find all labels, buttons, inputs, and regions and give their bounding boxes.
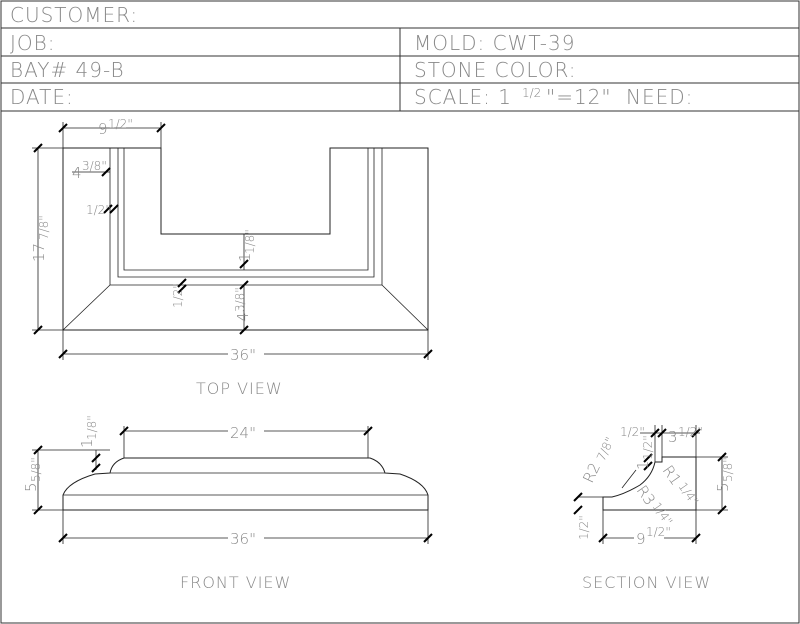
top-view-outline	[62, 147, 429, 331]
section-radius-a: R2	[579, 460, 604, 486]
section-height-frac: 5/8"	[721, 457, 735, 482]
top-bottom-lip-dim: 4	[234, 312, 252, 322]
section-view: 1/2" 3 1/2" 5 5/8" 1 1/2" R2 7/8" R1 1/4…	[573, 425, 735, 592]
top-view: 9 1/2" 17 7/8" 4 3/8" 1/2" 1 1/8" 1/2" 4	[30, 117, 433, 398]
section-top-width-dim: 3	[668, 428, 678, 446]
front-step-dim: 1	[78, 438, 96, 448]
job-label: JOB:	[10, 31, 55, 55]
section-radius-c-frac: 1/4"	[650, 500, 676, 528]
need-label: NEED:	[626, 85, 693, 109]
front-bottom-dim: 36"	[230, 530, 256, 548]
top-bottom-lip-frac: 3/8"	[233, 287, 247, 312]
front-step-dim-frac: 1/8"	[85, 415, 99, 440]
section-top-half-dim: 1/2"	[620, 425, 645, 439]
top-lip-dim: 4	[72, 164, 82, 182]
top-half-dim: 1/2"	[86, 203, 111, 217]
section-base-height-dim: 1/2"	[577, 515, 591, 540]
mold-label: MOLD: CWT-39	[414, 31, 575, 55]
stone-color-label: STONE COLOR:	[414, 58, 577, 82]
bay-label: BAY# 49-B	[10, 58, 125, 82]
scale-ratio: "=12"	[546, 85, 612, 109]
top-view-inner-edge	[109, 148, 383, 286]
scale-fraction: 1/2	[522, 86, 541, 100]
top-inner-eighth-frac: 1/8"	[243, 229, 257, 254]
top-view-chamfer-right	[381, 284, 429, 331]
section-base-width-frac: 1/2"	[646, 525, 671, 539]
top-notch-dim: 9	[98, 120, 108, 138]
section-height-dim: 5	[714, 482, 732, 492]
section-radius-b-frac: 1/4"	[676, 480, 702, 508]
section-top-width-frac: 1/2"	[678, 425, 703, 439]
top-view-chamfer-left	[62, 284, 111, 331]
customer-label: CUSTOMER:	[10, 3, 138, 27]
top-view-inner-step	[117, 148, 375, 278]
section-base-width-dim: 9	[636, 530, 646, 548]
section-radius-a-frac: 7/8"	[594, 435, 617, 463]
front-height-dim-frac: 5/8"	[29, 457, 43, 482]
section-step-dim: 1	[634, 460, 652, 470]
top-width-dim: 36"	[230, 346, 256, 364]
scale-label: SCALE: 1	[414, 85, 512, 109]
top-view-caption: TOP VIEW	[196, 379, 283, 398]
front-view-profile	[62, 457, 429, 511]
top-inner-eighth-dim: 1	[236, 252, 254, 262]
top-notch-dim-frac: 1/2"	[108, 117, 133, 131]
top-view-inner-lip	[123, 148, 369, 271]
top-lip-dim-frac: 3/8"	[82, 159, 107, 173]
top-depth-dim-frac: 7/8"	[37, 215, 51, 240]
front-view: 24" 1 1/8" 5 5/8" 36" FRONT VIEW	[22, 415, 433, 592]
front-top-dim: 24"	[230, 424, 256, 442]
date-label: DATE:	[10, 85, 74, 109]
front-height-dim: 5	[22, 482, 40, 492]
front-view-caption: FRONT VIEW	[180, 573, 291, 592]
section-step-frac: 1/2"	[641, 435, 655, 460]
section-view-profile	[602, 456, 697, 511]
section-view-caption: SECTION VIEW	[582, 573, 711, 592]
top-depth-dim: 17	[30, 243, 48, 262]
top-bottom-half-dim: 1/2"	[171, 283, 185, 308]
